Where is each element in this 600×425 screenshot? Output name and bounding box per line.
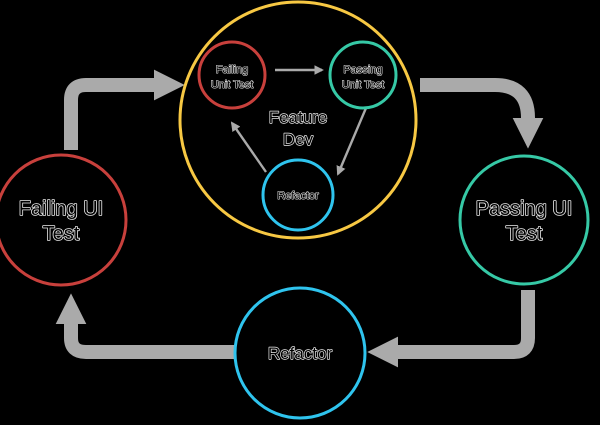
arrow-refactor-to-failing-ui [55, 293, 235, 359]
feature-dev-label-line2: Dev [283, 130, 314, 149]
refactor-inner-circle [261, 158, 335, 232]
passing-unit-test-label-line1: Passing [343, 64, 382, 76]
failing-ui-test-label-line1: Failing UI [19, 198, 103, 220]
arrow-feature-dev-to-passing-ui [420, 78, 544, 149]
failing-unit-test-label-line2: Unit Test [211, 79, 254, 91]
refactor-outer-circle [233, 286, 367, 420]
refactor-outer-label: Refactor [268, 344, 333, 363]
arrow-refactor-inner-to-failing-unit [230, 121, 267, 173]
arrow-failing-ui-to-feature-dev [64, 69, 185, 150]
passing-ui-test-label-line1: Passing UI [476, 198, 573, 220]
passing-ui-test-circle [458, 154, 590, 286]
passing-unit-test-label-line2: Unit Test [342, 79, 385, 91]
arrow-passing-ui-to-refactor [367, 290, 535, 368]
arrow-passing-unit-to-refactor-inner [336, 107, 368, 176]
passing-unit-test-circle [328, 40, 398, 110]
refactor-inner-label: Refactor [277, 190, 319, 202]
failing-ui-test-circle [0, 153, 128, 287]
passing-ui-test-label-line2: Test [506, 223, 543, 245]
failing-ui-test-label-line2: Test [43, 223, 80, 245]
failing-unit-test-label-line1: Failing [216, 64, 248, 76]
failing-unit-test-circle [197, 40, 267, 110]
feature-dev-label-line1: Feature [269, 108, 328, 127]
